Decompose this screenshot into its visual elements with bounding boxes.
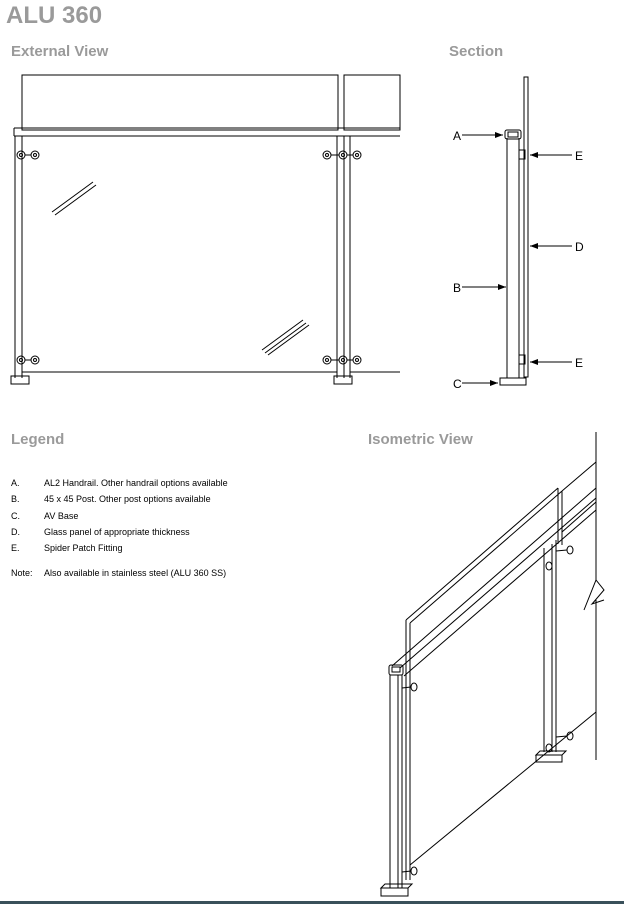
legend-item-d: D.Glass panel of appropriate thickness (11, 526, 190, 537)
spider-fittings-external (16, 150, 362, 365)
footer-bar (0, 901, 624, 904)
legend-note: Note:Also available in stainless steel (… (11, 568, 227, 579)
isometric-view-drawing (379, 432, 605, 897)
callout-c: C (453, 377, 462, 391)
section-drawing (462, 76, 572, 386)
legend-item-c: C.AV Base (11, 510, 79, 521)
legend-item-a: A.AL2 Handrail. Other handrail options a… (11, 478, 228, 488)
callout-b: B (453, 281, 461, 295)
callout-d: D (575, 240, 584, 254)
callout-e-top: E (575, 149, 583, 163)
page-title: ALU 360 (6, 2, 103, 29)
callout-e-bottom: E (575, 356, 583, 370)
external-view-heading: External View (11, 43, 109, 60)
external-view-drawing (10, 74, 401, 385)
section-heading: Section (449, 43, 504, 60)
legend-heading: Legend (11, 431, 65, 448)
spider-fittings-isometric (401, 545, 574, 876)
legend-list: A.AL2 Handrail. Other handrail options a… (11, 478, 228, 578)
legend-item-e: E.Spider Patch Fitting (11, 543, 123, 554)
isometric-view-heading: Isometric View (368, 431, 473, 448)
callout-a: A (453, 129, 461, 143)
legend-item-b: B.45 x 45 Post. Other post options avail… (11, 494, 211, 505)
